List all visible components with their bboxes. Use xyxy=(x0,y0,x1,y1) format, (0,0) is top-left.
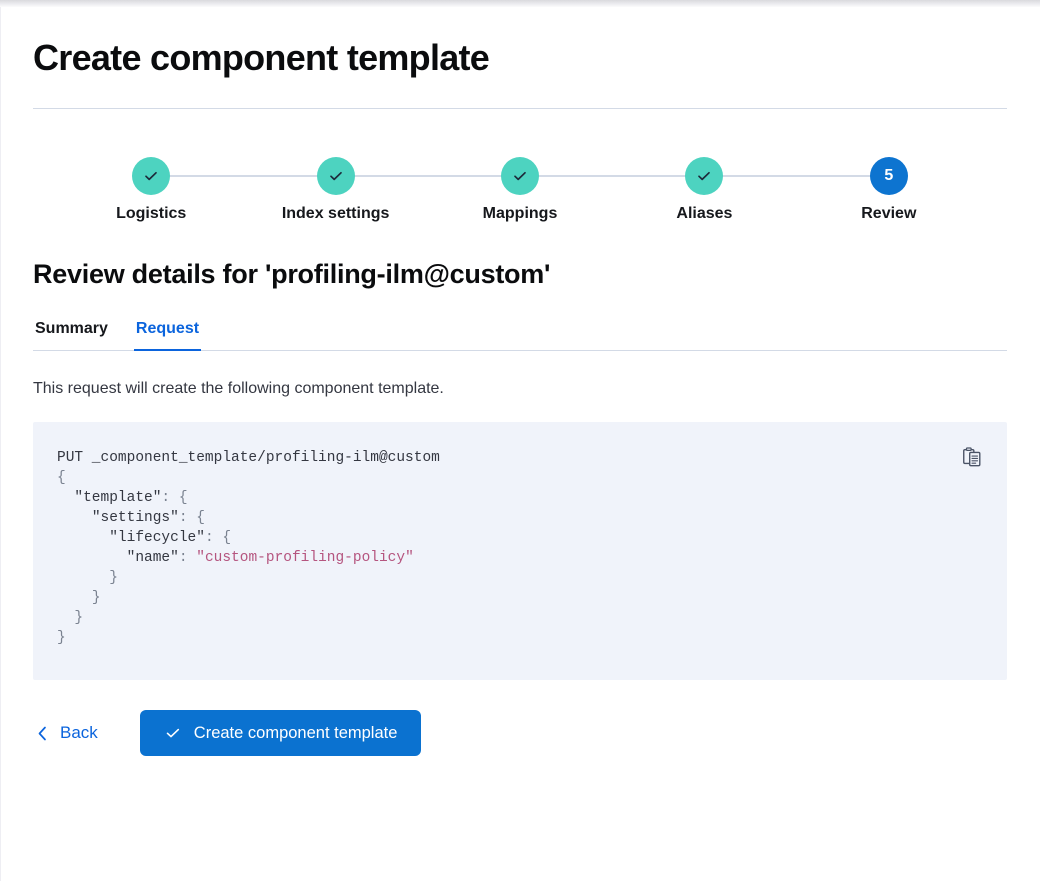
step-number: 5 xyxy=(884,167,894,184)
wizard-footer: Back Create component template xyxy=(33,710,1007,757)
step-marker-aliases xyxy=(685,157,724,195)
step-review[interactable]: 5 Review xyxy=(797,157,981,223)
tab-request[interactable]: Request xyxy=(133,316,202,351)
request-description: This request will create the following c… xyxy=(33,380,444,397)
step-marker-mappings xyxy=(501,157,540,195)
check-icon xyxy=(327,167,345,185)
create-component-template-button[interactable]: Create component template xyxy=(139,710,422,757)
check-icon xyxy=(164,724,182,742)
step-label-review: Review xyxy=(861,205,917,222)
check-icon xyxy=(695,167,713,185)
step-marker-logistics xyxy=(132,157,171,195)
chevron-left-icon xyxy=(35,725,50,742)
step-label-mappings: Mappings xyxy=(482,205,558,222)
browser-chrome-strip xyxy=(0,0,1040,7)
page-left-rail xyxy=(0,7,1,881)
step-label-index-settings: Index settings xyxy=(281,205,390,222)
step-logistics[interactable]: Logistics xyxy=(59,157,337,223)
step-mappings[interactable]: Mappings xyxy=(428,157,706,223)
request-method-line: PUT _component_template/profiling-ilm@cu… xyxy=(57,450,440,467)
step-label-aliases: Aliases xyxy=(676,205,733,222)
stepper-steps: Logistics Index settings xyxy=(33,157,1007,223)
copy-icon[interactable] xyxy=(959,444,985,470)
tab-summary[interactable]: Summary xyxy=(33,316,110,350)
request-code-block: PUT _component_template/profiling-ilm@cu… xyxy=(33,422,1007,681)
step-marker-review: 5 xyxy=(869,157,908,195)
back-button[interactable]: Back xyxy=(33,719,100,747)
check-icon xyxy=(511,167,529,185)
lifecycle-name-value: "custom-profiling-policy" xyxy=(196,550,414,567)
page-body: Create component template Logistics xyxy=(1,7,1039,881)
check-icon xyxy=(142,167,160,185)
create-component-template-label: Create component template xyxy=(193,723,398,742)
step-aliases[interactable]: Aliases xyxy=(612,157,890,223)
title-divider xyxy=(33,108,1007,109)
page-title: Create component template xyxy=(33,37,490,78)
step-marker-index-settings xyxy=(316,157,355,195)
review-tabs: Summary Request xyxy=(33,316,1007,351)
page-content: Create component template Logistics xyxy=(1,7,1039,757)
request-code-text[interactable]: PUT _component_template/profiling-ilm@cu… xyxy=(57,450,440,647)
back-button-label: Back xyxy=(60,723,98,743)
step-label-logistics: Logistics xyxy=(116,205,187,222)
wizard-stepper: Logistics Index settings xyxy=(33,157,1007,237)
review-heading: Review details for 'profiling-ilm@custom… xyxy=(33,259,551,289)
step-index-settings[interactable]: Index settings xyxy=(243,157,521,223)
